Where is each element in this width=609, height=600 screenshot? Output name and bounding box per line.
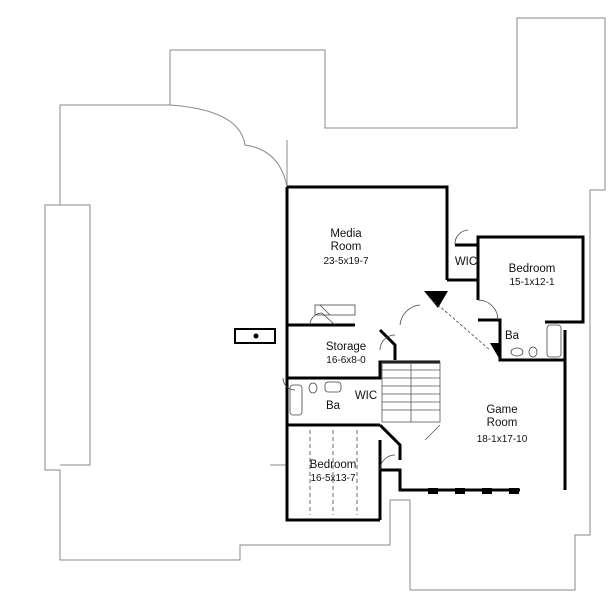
walls [285,185,585,522]
column [490,343,500,360]
curved-roof-line [169,104,288,188]
storage-dims: 16-6x8-0 [326,355,366,366]
bedroom-lower-dims: 16-5x13-7 [310,473,356,484]
bedroom-right-label: Bedroom [508,263,556,275]
outline-detail [60,140,288,466]
lower-floor-outline [44,17,606,591]
fixtures [289,304,562,515]
bedroom-right-dims: 15-1x12-1 [509,277,555,288]
bath-left-label: Ba [325,400,341,412]
column [424,291,448,308]
wic-upper-label: WIC [454,256,478,268]
game-room-dims: 18-1x17-10 [476,434,528,445]
media-room-dims: 23-5x19-7 [323,256,369,267]
wic-lower-label: WIC [354,390,378,402]
storage-label: Storage [325,341,367,353]
bath-right-label: Ba [504,330,520,342]
staircase [381,361,441,441]
door-swings [282,229,499,471]
fireplace [234,328,276,344]
window-piers [428,488,519,494]
bedroom-lower-label: Bedroom [309,459,357,471]
